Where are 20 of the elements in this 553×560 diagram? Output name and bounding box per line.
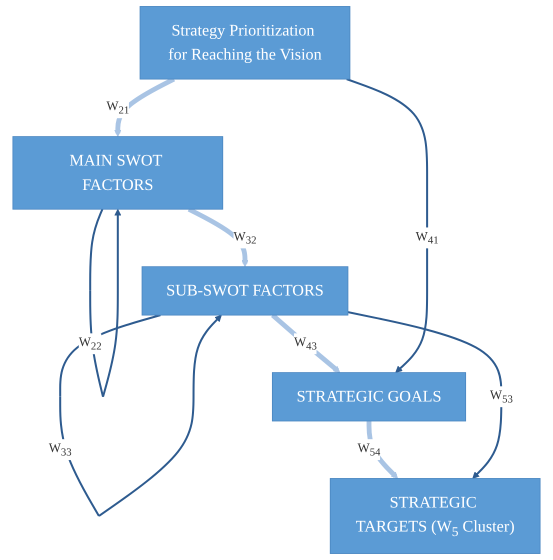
node-box: STRATEGIC GOALS xyxy=(272,372,466,422)
arrow xyxy=(188,207,249,267)
edge-label: W$_{21}$ xyxy=(106,100,130,116)
edge-label: W$_{33}$ xyxy=(48,442,72,458)
node-box: Strategy Prioritization for Reaching the Vision xyxy=(140,6,350,80)
edge-label: W$_{32}$ xyxy=(234,230,256,246)
edge-label: W$_{22}$ xyxy=(78,336,102,352)
arrow xyxy=(348,311,502,479)
node-box: SUB-SWOT FACTORS xyxy=(142,266,348,316)
arrow xyxy=(271,313,340,373)
node-box: STRATEGIC TARGETS (W$_{5}$ Cluster) xyxy=(330,478,541,554)
edge-label: W$_{43}$ xyxy=(294,336,317,352)
node-box: MAIN SWOT FACTORS xyxy=(12,136,224,210)
arrow xyxy=(59,314,222,517)
arrow xyxy=(366,421,398,479)
edge-label: W$_{54}$ xyxy=(358,442,380,458)
edge-label: W$_{41}$ xyxy=(416,230,439,246)
edge-label: W$_{53}$ xyxy=(490,388,513,405)
arrow xyxy=(346,78,428,373)
arrow xyxy=(89,208,122,398)
